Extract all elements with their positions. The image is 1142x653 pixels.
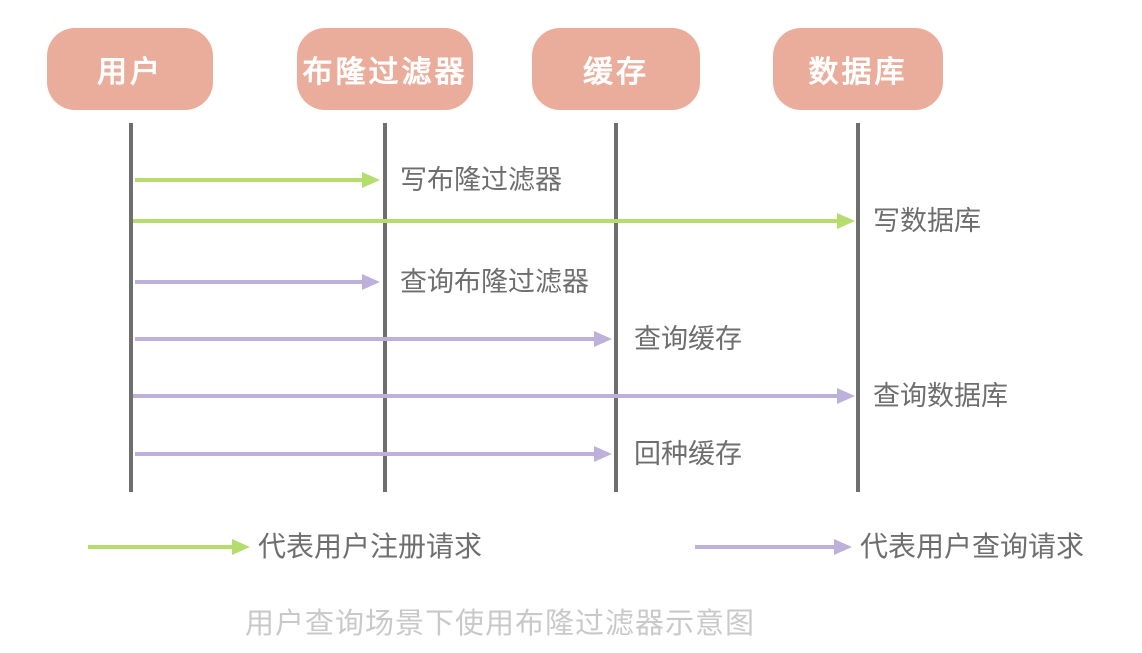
lifeline-user <box>129 123 133 492</box>
label-write-bloom-filter: 写布隆过滤器 <box>400 165 562 196</box>
diagram-caption: 用户查询场景下使用布隆过滤器示意图 <box>244 606 755 640</box>
lifeline-cache <box>614 123 618 492</box>
arrowhead-reseed-cache <box>594 446 612 462</box>
legend-register-arrowhead <box>232 539 250 555</box>
arrowhead-write-database <box>837 213 855 229</box>
arrow-query-database <box>133 394 838 398</box>
arrowhead-query-database <box>837 388 855 404</box>
actor-box-database: 数据库 <box>773 28 943 110</box>
actor-label-user: 用户 <box>97 55 163 90</box>
label-query-bloom-filter: 查询布隆过滤器 <box>400 267 589 298</box>
actor-label-bloom-filter: 布隆过滤器 <box>302 55 468 90</box>
label-query-cache: 查询缓存 <box>634 324 742 355</box>
lifeline-bloom-filter <box>383 123 387 492</box>
arrowhead-query-bloom-filter <box>362 274 380 290</box>
arrowhead-write-bloom-filter <box>362 172 380 188</box>
label-reseed-cache: 回种缓存 <box>634 439 742 470</box>
legend-query-label: 代表用户查询请求 <box>860 530 1085 563</box>
arrow-reseed-cache <box>135 452 595 456</box>
arrow-write-database <box>133 219 838 223</box>
legend-query-arrowhead <box>834 539 852 555</box>
actor-label-database: 数据库 <box>808 55 908 90</box>
label-query-database: 查询数据库 <box>873 381 1008 412</box>
legend-query-arrow <box>695 545 835 549</box>
label-write-database: 写数据库 <box>873 206 981 237</box>
arrow-query-cache <box>135 337 595 341</box>
actor-box-bloom-filter: 布隆过滤器 <box>297 28 473 110</box>
arrow-query-bloom-filter <box>135 280 363 284</box>
arrowhead-query-cache <box>594 331 612 347</box>
arrow-write-bloom-filter <box>135 178 363 182</box>
lifeline-database <box>856 123 860 492</box>
legend-register-arrow <box>88 545 233 549</box>
actor-box-cache: 缓存 <box>532 28 700 110</box>
actor-box-user: 用户 <box>47 28 213 110</box>
legend-register-label: 代表用户注册请求 <box>258 530 483 563</box>
actor-label-cache: 缓存 <box>583 55 649 90</box>
